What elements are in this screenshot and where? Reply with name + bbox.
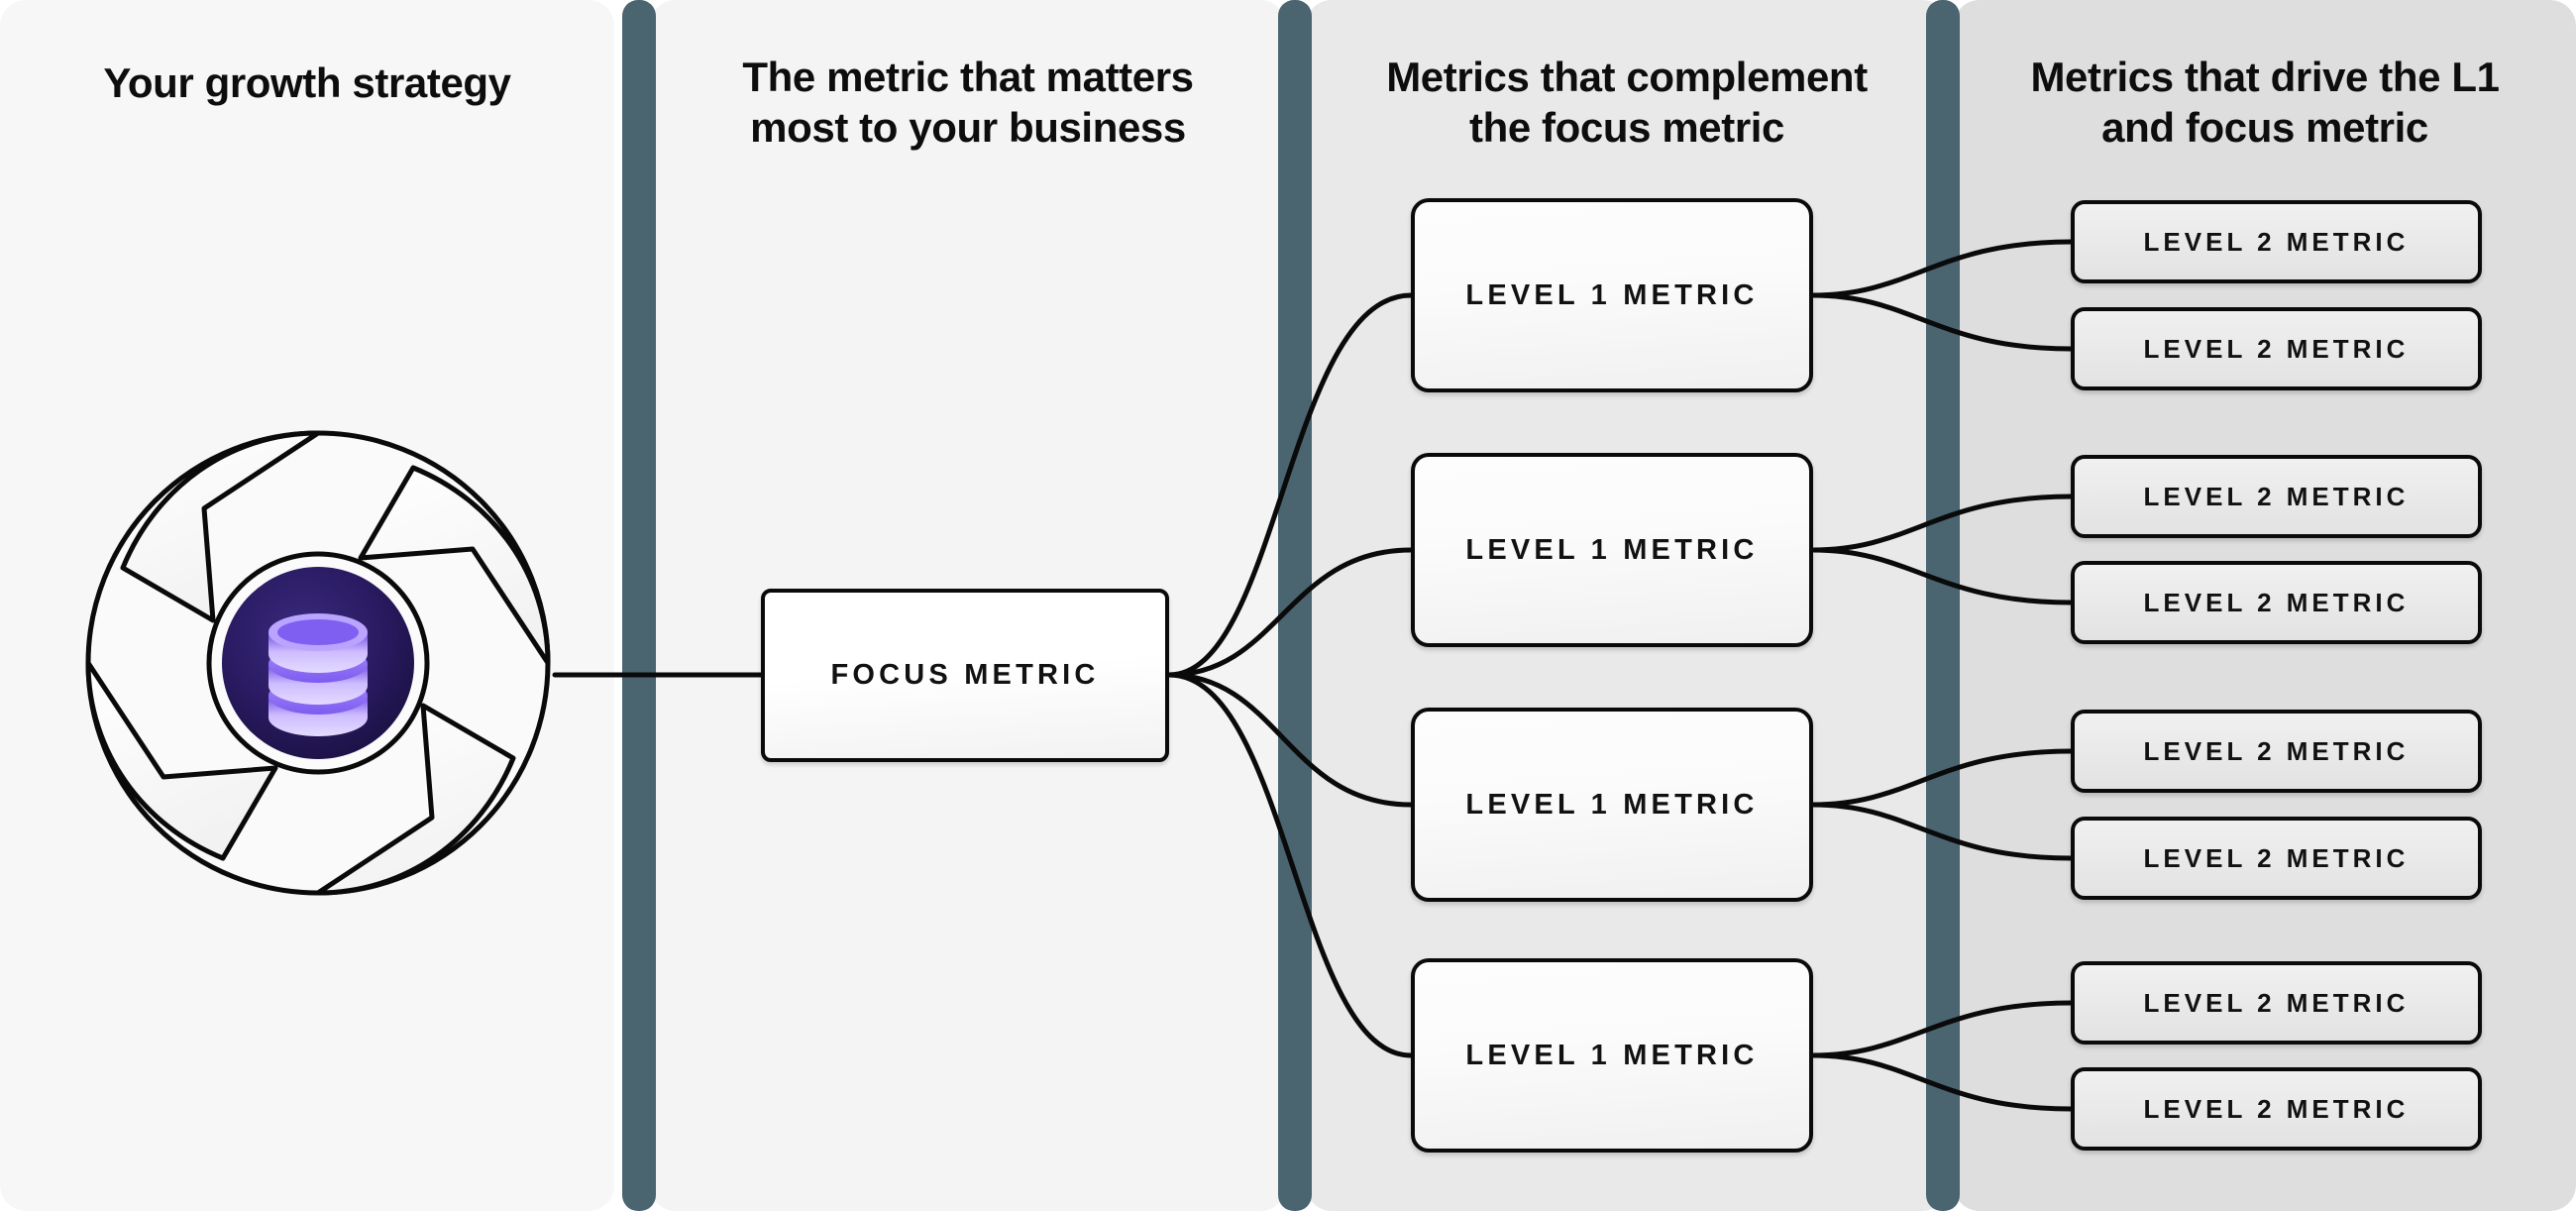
- focus-metric-label: FOCUS METRIC: [830, 659, 1100, 691]
- level2-metric-label: LEVEL 2 METRIC: [2143, 842, 2410, 873]
- panel-divider-2: [1278, 0, 1312, 1211]
- level1-metric-node[interactable]: LEVEL 1 METRIC: [1411, 958, 1813, 1153]
- level2-metric-node[interactable]: LEVEL 2 METRIC: [2071, 817, 2482, 900]
- aperture-logo-svg: [85, 430, 551, 896]
- level2-metric-label: LEVEL 2 METRIC: [2143, 987, 2410, 1018]
- focus-metric-node[interactable]: FOCUS METRIC: [761, 589, 1169, 762]
- aperture-blades: [85, 430, 551, 896]
- level2-metric-label: LEVEL 2 METRIC: [2143, 735, 2410, 766]
- level2-metric-node[interactable]: LEVEL 2 METRIC: [2071, 307, 2482, 390]
- aperture-database-logo: [81, 426, 555, 900]
- database-stack-icon: [268, 613, 368, 736]
- level1-metric-label: LEVEL 1 METRIC: [1465, 533, 1759, 566]
- level2-metric-node[interactable]: LEVEL 2 METRIC: [2071, 961, 2482, 1045]
- level1-metric-node[interactable]: LEVEL 1 METRIC: [1411, 198, 1813, 392]
- panel-title-level1-metrics: Metrics that complement the focus metric: [1386, 54, 1868, 152]
- level2-metric-node[interactable]: LEVEL 2 METRIC: [2071, 561, 2482, 644]
- panel-divider-1: [622, 0, 656, 1211]
- level2-metric-label: LEVEL 2 METRIC: [2143, 333, 2410, 364]
- level2-metric-node[interactable]: LEVEL 2 METRIC: [2071, 200, 2482, 283]
- panel-title-level2-metrics: Metrics that drive the L1 and focus metr…: [2030, 54, 2500, 152]
- level1-metric-label: LEVEL 1 METRIC: [1465, 788, 1759, 821]
- level1-metric-label: LEVEL 1 METRIC: [1465, 1039, 1759, 1071]
- level1-metric-node[interactable]: LEVEL 1 METRIC: [1411, 708, 1813, 902]
- level2-metric-label: LEVEL 2 METRIC: [2143, 481, 2410, 511]
- panel-divider-3: [1926, 0, 1960, 1211]
- level2-metric-node[interactable]: LEVEL 2 METRIC: [2071, 1067, 2482, 1151]
- level2-metric-node[interactable]: LEVEL 2 METRIC: [2071, 710, 2482, 793]
- panel-title-growth-strategy: Your growth strategy: [103, 59, 511, 106]
- level1-metric-label: LEVEL 1 METRIC: [1465, 278, 1759, 311]
- level2-metric-label: LEVEL 2 METRIC: [2143, 1093, 2410, 1124]
- panel-title-focus-metric: The metric that matters most to your bus…: [742, 54, 1194, 152]
- level2-metric-label: LEVEL 2 METRIC: [2143, 587, 2410, 617]
- level1-metric-node[interactable]: LEVEL 1 METRIC: [1411, 453, 1813, 647]
- level2-metric-label: LEVEL 2 METRIC: [2143, 226, 2410, 257]
- level2-metric-node[interactable]: LEVEL 2 METRIC: [2071, 455, 2482, 538]
